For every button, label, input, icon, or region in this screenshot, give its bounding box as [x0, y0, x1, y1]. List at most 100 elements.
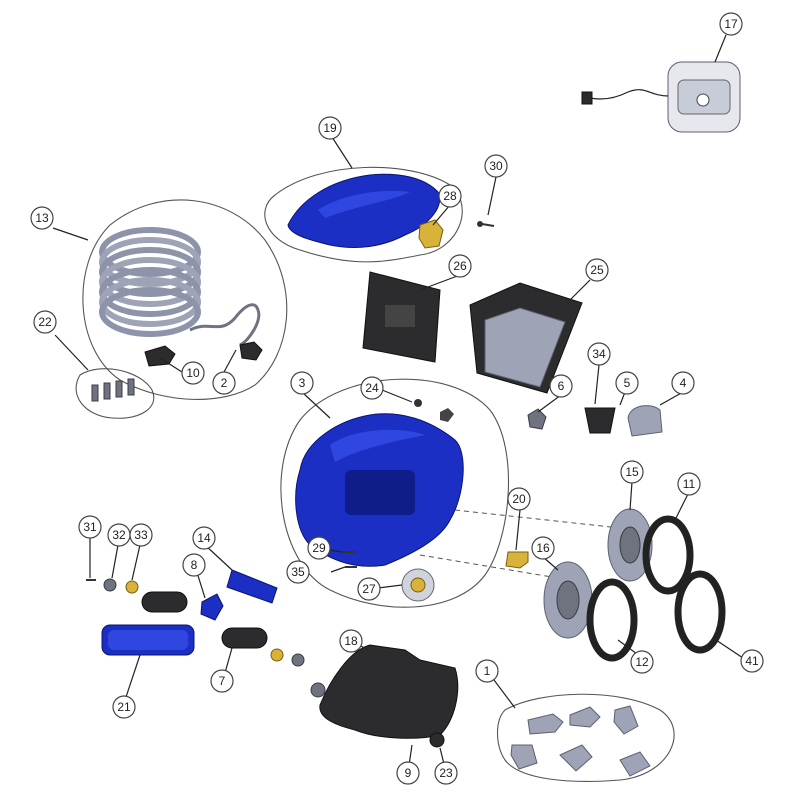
- filter-basket-part: [469, 282, 583, 394]
- svg-text:23: 23: [439, 766, 453, 780]
- svg-text:35: 35: [291, 565, 305, 579]
- callout-29: 29: [307, 536, 331, 560]
- svg-text:4: 4: [680, 376, 687, 390]
- callout-2: 2: [212, 371, 236, 395]
- svg-text:29: 29: [312, 541, 326, 555]
- callout-9: 9: [396, 761, 420, 785]
- svg-text:15: 15: [625, 465, 639, 479]
- axle-washer-part: [291, 653, 305, 667]
- track-front-part: [642, 515, 694, 595]
- cap-part: [627, 405, 663, 437]
- callout-30: 30: [484, 154, 508, 178]
- svg-text:9: 9: [405, 766, 412, 780]
- swivel-cable-part: [189, 303, 261, 347]
- callout-12: 12: [630, 650, 654, 674]
- callout-21: 21: [112, 695, 136, 719]
- track-rear-part: [586, 578, 638, 662]
- svg-text:1: 1: [484, 664, 491, 678]
- hose-group-outline: [82, 199, 288, 400]
- svg-text:16: 16: [536, 541, 550, 555]
- svg-text:24: 24: [365, 381, 379, 395]
- callout-31: 31: [78, 515, 102, 539]
- svg-text:6: 6: [558, 379, 565, 393]
- svg-text:8: 8: [191, 558, 198, 572]
- skirt-part: [226, 569, 278, 604]
- fastener-part-9: [310, 682, 326, 698]
- callout-3: 3: [290, 371, 314, 395]
- callout-4: 4: [671, 371, 695, 395]
- fastener-part-23: [429, 732, 445, 748]
- swivel-part: [239, 341, 263, 361]
- callout-35: 35: [286, 560, 310, 584]
- callout-27: 27: [357, 577, 381, 601]
- chassis-screws-part: [414, 399, 454, 422]
- svg-text:12: 12: [635, 655, 649, 669]
- callout-11: 11: [677, 472, 701, 496]
- hose-coil-part: [99, 227, 201, 337]
- callout-20: 20: [507, 487, 531, 511]
- callout-10: 10: [181, 361, 205, 385]
- svg-text:32: 32: [112, 528, 126, 542]
- svg-text:21: 21: [117, 700, 131, 714]
- washer-part-32: [103, 578, 117, 592]
- track-spare-part: [674, 570, 726, 654]
- callout-28: 28: [438, 184, 462, 208]
- svg-text:11: 11: [683, 477, 696, 491]
- svg-text:2: 2: [221, 376, 228, 390]
- callout-5: 5: [615, 371, 639, 395]
- svg-text:20: 20: [512, 492, 526, 506]
- hose-clips-part: [91, 378, 135, 402]
- callout-6: 6: [549, 374, 573, 398]
- bushing-part-33: [125, 580, 139, 594]
- callout-26: 26: [448, 254, 472, 278]
- svg-text:19: 19: [323, 121, 337, 135]
- callout-23: 23: [434, 761, 458, 785]
- svg-text:34: 34: [592, 347, 606, 361]
- svg-text:7: 7: [219, 674, 226, 688]
- axle-bushing-part: [270, 648, 284, 662]
- callout-25: 25: [585, 258, 609, 282]
- svg-text:31: 31: [83, 520, 97, 534]
- bracket-part: [200, 593, 224, 621]
- chassis-group-outline: [280, 378, 510, 608]
- callout-24: 24: [360, 376, 384, 400]
- callout-41: 41: [740, 649, 764, 673]
- callout-17: 17: [719, 12, 743, 36]
- svg-text:3: 3: [299, 376, 306, 390]
- roller-left-part: [141, 591, 188, 613]
- callout-7: 7: [210, 669, 234, 693]
- axle-line-front: [454, 509, 621, 529]
- svg-text:25: 25: [590, 263, 604, 277]
- svg-text:17: 17: [724, 17, 738, 31]
- svg-text:33: 33: [134, 528, 148, 542]
- pump-part: [401, 568, 435, 602]
- power-supply-part: [581, 61, 741, 133]
- svg-text:30: 30: [489, 159, 503, 173]
- svg-text:10: 10: [186, 366, 200, 380]
- callout-22: 22: [33, 310, 57, 334]
- svg-text:13: 13: [35, 211, 49, 225]
- chassis-part: [295, 413, 464, 567]
- valve-part: [527, 408, 547, 430]
- impeller-cage-part: [584, 407, 616, 434]
- svg-text:28: 28: [443, 189, 457, 203]
- brush-part: [101, 624, 195, 656]
- top-cover-part: [287, 173, 441, 249]
- clips-group-outline: [75, 368, 155, 419]
- leader-lines: [52, 34, 747, 773]
- svg-text:41: 41: [745, 654, 759, 668]
- callout-15: 15: [620, 460, 644, 484]
- handle-latch-part: [418, 219, 444, 249]
- bushings-part: [510, 705, 651, 777]
- callout-14: 14: [192, 526, 216, 550]
- bottom-base-part: [319, 644, 459, 739]
- callout-1: 1: [475, 659, 499, 683]
- cable-connector-part: [144, 345, 176, 367]
- svg-text:27: 27: [362, 582, 376, 596]
- callout-19: 19: [318, 116, 342, 140]
- svg-text:5: 5: [624, 376, 631, 390]
- screw-part: [477, 221, 495, 227]
- wheel-rear-part: [543, 561, 593, 639]
- callout-18: 18: [339, 629, 363, 653]
